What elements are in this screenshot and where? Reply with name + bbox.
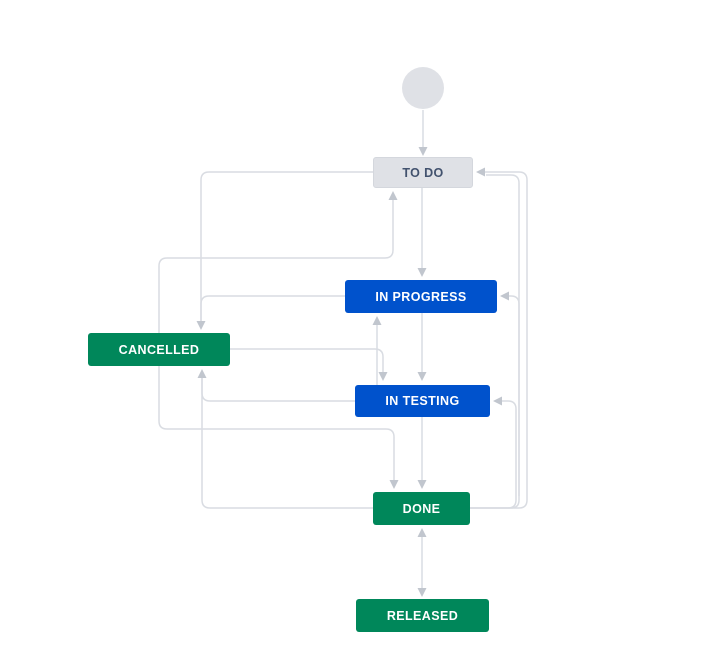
node-cancelled[interactable]: CANCELLED <box>88 333 230 366</box>
edge-todo-to-in-progress <box>417 188 427 277</box>
edge-start-to-todo <box>418 110 428 156</box>
node-released[interactable]: RELEASED <box>356 599 489 632</box>
edge-in-testing-to-in-progress <box>372 316 382 385</box>
node-in-testing[interactable]: IN TESTING <box>355 385 490 417</box>
edge-in-progress-to-cancelled <box>200 295 345 321</box>
node-to-do[interactable]: TO DO <box>373 157 473 188</box>
edge-cancelled-to-in-testing <box>230 348 388 381</box>
node-in-progress[interactable]: IN PROGRESS <box>345 280 497 313</box>
edge-in-testing-to-done <box>417 417 427 489</box>
edge-todo-to-cancelled <box>196 171 373 330</box>
edge-in-testing-to-cancelled <box>197 369 355 402</box>
edge-in-progress-to-in-testing <box>417 313 427 381</box>
edge-done-released-bidirectional <box>417 528 427 597</box>
node-done[interactable]: DONE <box>373 492 470 525</box>
edge-done-to-todo-right <box>470 167 528 509</box>
edge-done-to-cancelled <box>201 378 373 509</box>
edge-in-testing-to-todo-right <box>486 174 520 496</box>
start-node[interactable] <box>402 67 444 109</box>
